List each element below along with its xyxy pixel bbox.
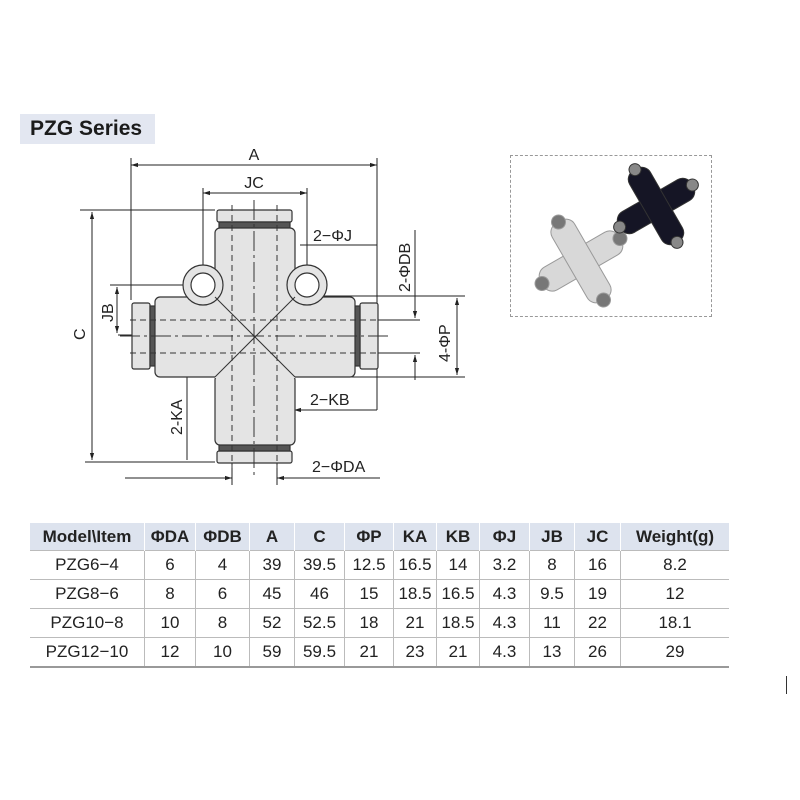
value-cell: 10 [195, 637, 250, 668]
value-cell: 13 [529, 637, 575, 668]
value-cell: 18 [344, 608, 394, 638]
value-cell: 6 [195, 579, 250, 609]
value-cell: 12 [144, 637, 196, 668]
value-cell: 22 [574, 608, 621, 638]
value-cell: 46 [294, 579, 345, 609]
dim-j-label: 2−ΦJ [313, 228, 352, 245]
value-cell: 23 [393, 637, 437, 668]
col-header: KA [393, 523, 437, 551]
value-cell: 14 [436, 550, 480, 580]
value-cell: 12 [620, 579, 729, 609]
col-header: JB [529, 523, 575, 551]
col-header: ΦP [344, 523, 394, 551]
value-cell: 21 [344, 637, 394, 668]
value-cell: 4.3 [479, 579, 530, 609]
model-cell: PZG6−4 [30, 550, 145, 580]
value-cell: 8.2 [620, 550, 729, 580]
model-cell: PZG10−8 [30, 608, 145, 638]
value-cell: 8 [529, 550, 575, 580]
col-header: Weight(g) [620, 523, 729, 551]
col-header: JC [574, 523, 621, 551]
value-cell: 4.3 [479, 608, 530, 638]
value-cell: 59.5 [294, 637, 345, 668]
value-cell: 8 [195, 608, 250, 638]
value-cell: 21 [436, 637, 480, 668]
value-cell: 52 [249, 608, 295, 638]
value-cell: 39 [249, 550, 295, 580]
col-header: A [249, 523, 295, 551]
dim-c-label: C [72, 328, 89, 340]
value-cell: 29 [620, 637, 729, 668]
col-header: ΦDB [195, 523, 250, 551]
col-header: Model\Item [30, 523, 145, 551]
dim-a-label: A [249, 147, 260, 164]
value-cell: 26 [574, 637, 621, 668]
dim-ka-label: 2-KA [169, 399, 186, 435]
series-title: PZG Series [20, 114, 155, 144]
value-cell: 18.1 [620, 608, 729, 638]
model-cell: PZG12−10 [30, 637, 145, 668]
value-cell: 10 [144, 608, 196, 638]
value-cell: 8 [144, 579, 196, 609]
value-cell: 4.3 [479, 637, 530, 668]
table-header-row: Model\Item ΦDA ΦDB A C ΦP KA KB ΦJ JB JC… [30, 523, 729, 551]
dim-kb-label: 2−KB [310, 392, 350, 409]
value-cell: 19 [574, 579, 621, 609]
product-photo [510, 155, 712, 317]
value-cell: 16.5 [393, 550, 437, 580]
specifications-table: Model\Item ΦDA ΦDB A C ΦP KA KB ΦJ JB JC… [30, 523, 729, 668]
dim-jc-label: JC [244, 175, 264, 192]
model-cell: PZG8−6 [30, 579, 145, 609]
col-header: C [294, 523, 345, 551]
value-cell: 39.5 [294, 550, 345, 580]
value-cell: 6 [144, 550, 196, 580]
value-cell: 45 [249, 579, 295, 609]
value-cell: 16 [574, 550, 621, 580]
dim-da-label: 2−ΦDA [312, 459, 366, 476]
value-cell: 18.5 [393, 579, 437, 609]
col-header: ΦJ [479, 523, 530, 551]
value-cell: 9.5 [529, 579, 575, 609]
value-cell: 3.2 [479, 550, 530, 580]
dim-p-label: 4-ΦP [437, 324, 454, 362]
value-cell: 4 [195, 550, 250, 580]
value-cell: 52.5 [294, 608, 345, 638]
value-cell: 12.5 [344, 550, 394, 580]
value-cell: 59 [249, 637, 295, 668]
technical-drawing: A JC 2−ΦJ 2-ΦDB C JB 4-ΦP 2-KA 2−KB 2−ΦD… [72, 147, 465, 485]
value-cell: 15 [344, 579, 394, 609]
dim-db-label: 2-ΦDB [397, 243, 414, 292]
col-header: KB [436, 523, 480, 551]
value-cell: 11 [529, 608, 575, 638]
text-cursor [786, 676, 787, 694]
dim-jb-label: JB [100, 303, 117, 322]
fittings-photo-icon [534, 163, 699, 308]
value-cell: 21 [393, 608, 437, 638]
value-cell: 18.5 [436, 608, 480, 638]
value-cell: 16.5 [436, 579, 480, 609]
col-header: ΦDA [144, 523, 196, 551]
